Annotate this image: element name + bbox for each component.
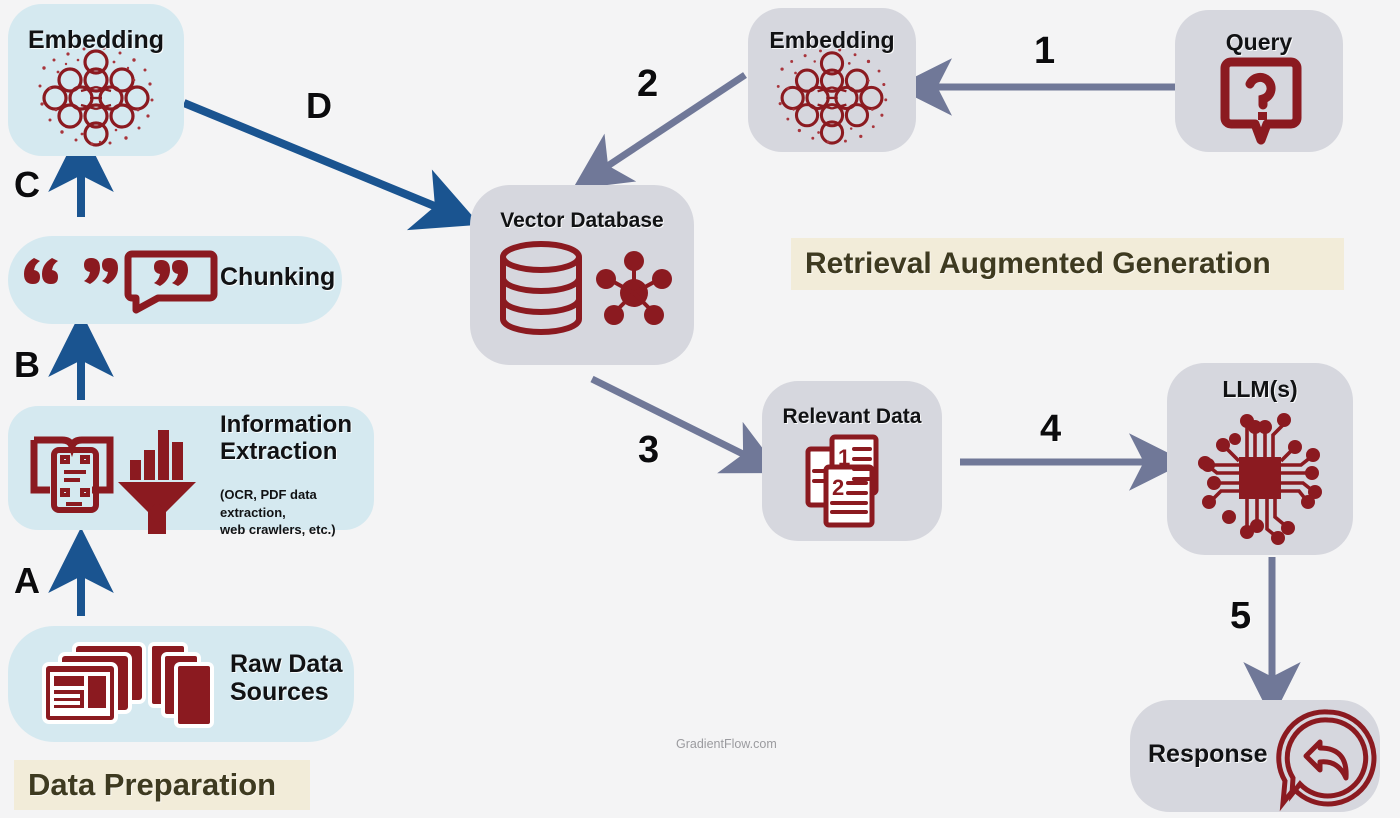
embedding-mesh-icon <box>38 46 154 147</box>
step-label-4: 4 <box>1040 408 1062 450</box>
node-information-extraction[interactable]: Information Extraction (OCR, PDF data ex… <box>8 406 374 537</box>
node-chunking-title: Chunking <box>220 263 336 291</box>
node-raw-data-sources-title: Raw Data Sources <box>230 650 343 706</box>
watermark: GradientFlow.com <box>676 737 777 751</box>
node-vector-database[interactable]: Vector Database <box>470 185 694 365</box>
node-relevant-data-title: Relevant Data <box>782 405 922 428</box>
question-bubble-icon <box>1220 57 1302 145</box>
node-embedding-left-title: Embedding <box>27 26 165 54</box>
reply-bubble-icon <box>1276 709 1377 812</box>
step-label-c: C <box>14 164 40 205</box>
arrow-embedding-to-vector-database-query <box>572 72 747 190</box>
svg-text:1: 1 <box>838 445 850 470</box>
step-label-a: A <box>14 560 40 601</box>
node-vector-database-title: Vector Database <box>500 209 664 232</box>
cpu-chip-icon <box>1198 413 1322 545</box>
step-label-3: 3 <box>638 429 660 471</box>
node-information-extraction-title: Information Extraction <box>220 411 352 465</box>
node-chunking[interactable]: Chunking <box>8 236 342 324</box>
banner-rag-title: Retrieval Augmented Generation <box>791 238 1344 290</box>
embedding-mesh-icon <box>776 48 888 145</box>
node-raw-data-sources[interactable]: Raw Data Sources <box>8 626 354 742</box>
node-embedding-right-title: Embedding <box>769 27 895 53</box>
banner-data-preparation-label: Data Preparation <box>28 767 277 802</box>
banner-data-preparation: Data Preparation <box>14 760 310 810</box>
step-label-d: D <box>306 85 332 126</box>
step-label-1: 1 <box>1034 30 1056 72</box>
banner-rag-title-label: Retrieval Augmented Generation <box>805 247 1271 280</box>
node-information-extraction-subtitle: (OCR, PDF data extraction, web crawlers,… <box>220 487 336 538</box>
svg-text:2: 2 <box>832 475 844 500</box>
step-label-b: B <box>14 344 40 385</box>
numbered-documents-icon: 1 2 <box>805 434 879 528</box>
step-label-5: 5 <box>1230 595 1252 637</box>
step-label-2: 2 <box>637 63 659 105</box>
database-cylinder-node-graph-icon <box>500 241 672 335</box>
node-query[interactable]: Query <box>1175 10 1343 152</box>
node-llm[interactable]: LLM(s) <box>1167 363 1353 555</box>
arrow-vector-database-to-relevant-data <box>590 375 782 474</box>
document-stack-icon <box>42 642 214 728</box>
node-response[interactable]: Response <box>1130 700 1380 812</box>
document-scan-funnel-icon <box>30 430 196 534</box>
node-query-title: Query <box>1225 29 1293 55</box>
quote-speech-bubble-icon <box>24 250 218 314</box>
node-embedding-left[interactable]: Embedding <box>8 4 184 156</box>
node-response-title: Response <box>1148 740 1268 768</box>
node-relevant-data[interactable]: 1 2 Relevant Data <box>762 381 942 541</box>
node-embedding-right[interactable]: Embedding <box>748 8 916 152</box>
node-llm-title: LLM(s) <box>1222 376 1298 402</box>
